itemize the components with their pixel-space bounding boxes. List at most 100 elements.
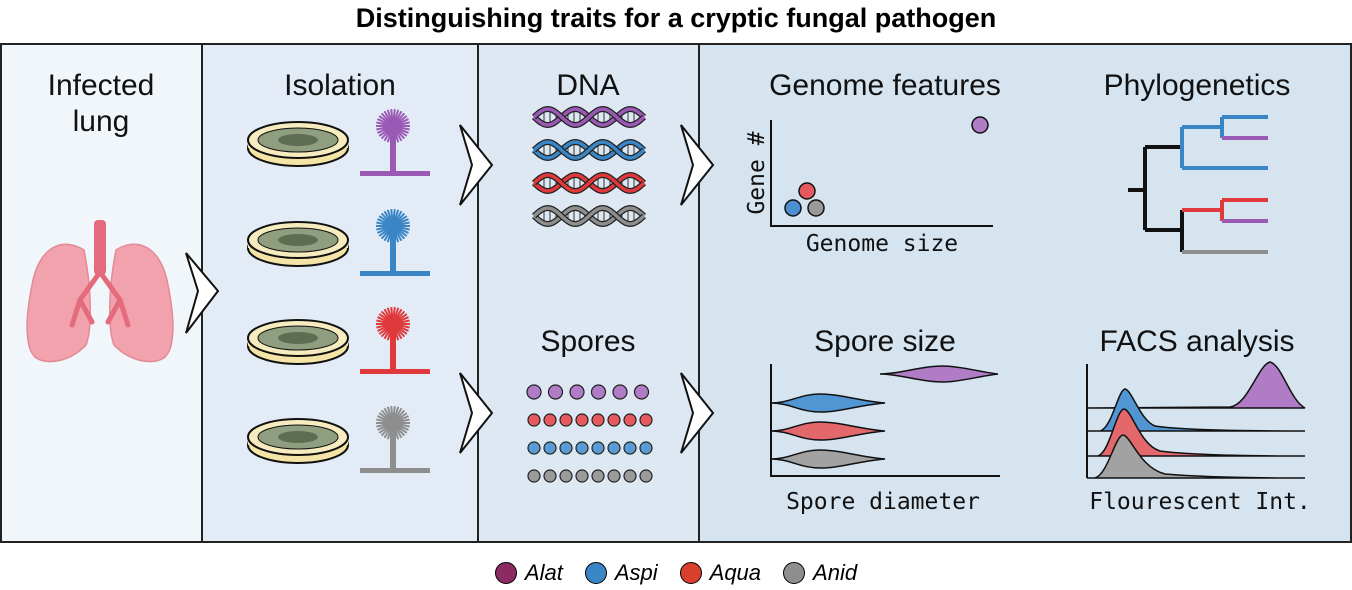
facs-ridgeline — [1086, 361, 1306, 479]
spore-aqua — [623, 441, 637, 455]
spore-aspi — [591, 413, 605, 427]
spore-aqua — [527, 441, 541, 455]
legend-label-anid: Anid — [813, 560, 858, 585]
genome-point-aqua — [798, 182, 816, 200]
legend-swatch-aspi — [584, 562, 607, 584]
spore-aspi — [639, 413, 653, 427]
isolation-alat — [247, 108, 430, 176]
spore-aspi — [559, 413, 573, 427]
conidiophore-icon — [360, 306, 430, 374]
spore-aqua — [591, 441, 605, 455]
petri-dish-icon — [247, 418, 349, 464]
spore-anid — [575, 469, 589, 483]
legend-label-aspi: Aspi — [614, 560, 658, 585]
legend-label-alat: Alat — [524, 560, 563, 585]
facs-x-label: Flourescent Int. — [1089, 489, 1311, 515]
isolation-aspi — [247, 208, 430, 276]
spore-size-violins — [770, 365, 999, 469]
isolation-aqua — [247, 306, 430, 374]
conidiophore-icon — [360, 208, 430, 276]
spores-label: Spores — [540, 325, 635, 358]
genome-x-label: Genome size — [806, 231, 958, 257]
arrow-icon — [459, 372, 494, 454]
legend-item-alat: Alat — [494, 560, 563, 586]
spore-alat — [526, 384, 542, 400]
spore-aqua — [559, 441, 573, 455]
violin-aqua — [770, 421, 886, 441]
legend-label-aqua: Aqua — [709, 560, 762, 585]
species-legend: Alat Aspi Aqua Anid — [0, 556, 1352, 590]
conidiophore-icon — [360, 405, 430, 473]
petri-dish-icon — [247, 221, 349, 267]
spore-alat — [547, 384, 564, 400]
facs-title: FACS analysis — [1099, 325, 1294, 358]
genome-title: Genome features — [769, 69, 1001, 102]
genome-point-alat — [971, 116, 989, 134]
genome-point-aspi — [784, 199, 802, 217]
isolation-rows — [247, 108, 430, 473]
facs-ridge-aqua — [1087, 408, 1306, 457]
dna-helix-icon — [531, 138, 647, 162]
spore-aqua — [639, 441, 653, 455]
spore-grid — [526, 384, 653, 483]
legend-swatch-aqua — [679, 562, 702, 584]
facs-ridge-alat — [1086, 361, 1306, 409]
spore-aqua — [575, 441, 589, 455]
conidiophore-icon — [360, 108, 430, 176]
panel-isolation — [202, 44, 478, 542]
lung-label-line2: lung — [73, 105, 130, 138]
facs-ridge-aspi — [1087, 388, 1306, 432]
spore-anid — [623, 469, 637, 483]
spore-anid — [607, 469, 621, 483]
petri-dish-icon — [247, 319, 349, 365]
genome-point-anid — [807, 199, 825, 217]
phylogenetic-tree — [1128, 115, 1268, 254]
figure-border — [0, 43, 1352, 543]
spore-aspi — [527, 413, 541, 427]
dna-label: DNA — [556, 69, 619, 102]
arrow-icon — [185, 252, 220, 334]
spore-aspi — [543, 413, 557, 427]
spore-aspi — [607, 413, 621, 427]
violin-anid — [770, 449, 886, 469]
spore-size-title: Spore size — [814, 325, 956, 358]
phylo-title: Phylogenetics — [1104, 69, 1291, 102]
isolation-anid — [247, 405, 430, 473]
spore-alat — [612, 384, 628, 400]
dna-helix-icon — [531, 171, 647, 195]
spore-alat — [569, 384, 585, 400]
arrow-icon — [680, 124, 715, 206]
spore-alat — [633, 384, 650, 400]
spore-anid — [639, 469, 653, 483]
spore-aqua — [607, 441, 621, 455]
legend-item-aspi: Aspi — [584, 560, 658, 586]
lung-label-line1: Infected — [48, 69, 155, 102]
lungs-icon — [26, 220, 174, 363]
violin-aspi — [770, 393, 886, 413]
spore-aspi — [575, 413, 589, 427]
dna-strands — [531, 105, 647, 228]
spore-aqua — [543, 441, 557, 455]
spore-alat — [590, 384, 607, 400]
spore-aspi — [623, 413, 637, 427]
genome-y-label: Gene # — [744, 131, 770, 214]
violin-alat — [879, 365, 999, 383]
spore-anid — [543, 469, 557, 483]
spore-anid — [559, 469, 573, 483]
legend-item-aqua: Aqua — [679, 560, 762, 586]
figure-title: Distinguishing traits for a cryptic fung… — [355, 3, 997, 33]
isolation-label: Isolation — [284, 69, 396, 102]
dna-helix-icon — [531, 105, 647, 129]
legend-swatch-anid — [783, 562, 806, 584]
spore-size-x-label: Spore diameter — [786, 489, 980, 515]
legend-item-anid: Anid — [783, 560, 857, 586]
facs-ridge-anid — [1087, 434, 1306, 479]
petri-dish-icon — [247, 121, 349, 167]
legend-swatch-alat — [494, 562, 517, 584]
panel-dna-spores — [478, 44, 699, 542]
dna-helix-icon — [531, 204, 647, 228]
spore-anid — [591, 469, 605, 483]
spore-anid — [527, 469, 541, 483]
arrow-icon — [459, 124, 494, 206]
